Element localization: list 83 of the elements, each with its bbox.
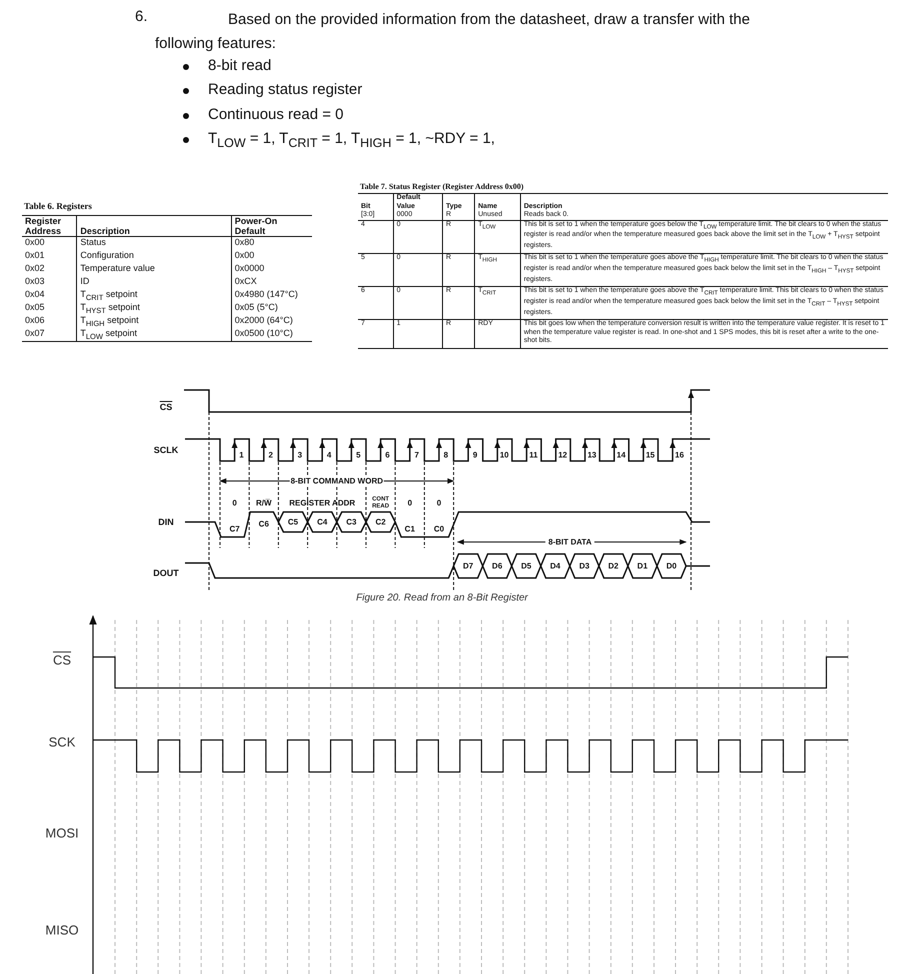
bit-label: D3 bbox=[579, 562, 590, 570]
bullet-text: T$_{LOW}$ = 1, T$_{CRIT}$ = 1, T$_{HIGH}$ = 1, ~RDY = 1, bbox=[208, 130, 495, 150]
bit-label: C6 bbox=[258, 520, 269, 528]
table-cell: 0x00 bbox=[22, 236, 77, 250]
bit-label: D7 bbox=[463, 562, 474, 570]
bullet-text: Reading status register bbox=[208, 81, 362, 98]
clock-number: 3 bbox=[298, 450, 302, 460]
bit-label: C7 bbox=[229, 524, 240, 534]
table-cell: 0x05 bbox=[22, 302, 77, 315]
clock-number: 5 bbox=[356, 450, 361, 460]
table-header-cell: Power-On Default bbox=[231, 216, 312, 236]
table-cell: 0x4980 (147°C) bbox=[231, 289, 312, 302]
clock-number: 2 bbox=[268, 450, 273, 460]
clock-number: 15 bbox=[646, 450, 655, 460]
table-cell: 0x0000 bbox=[231, 263, 312, 276]
bit-label: C5 bbox=[288, 518, 298, 526]
signal-label: DIN bbox=[158, 517, 174, 527]
table-cell: Temperature value bbox=[76, 263, 232, 276]
clock-number: 1 bbox=[239, 450, 244, 460]
table-cell: 0x06 bbox=[22, 315, 77, 328]
table-cell: T$_{HYST}$ setpoint bbox=[76, 302, 232, 315]
bullet-text: 8-bit read bbox=[208, 57, 272, 74]
dimension-label: 8-BIT COMMAND WORD bbox=[290, 476, 384, 486]
table-cell: 0xCX bbox=[231, 276, 312, 289]
bit-label: C0 bbox=[434, 524, 444, 534]
clock-number: 10 bbox=[500, 450, 509, 460]
table-cell: ID bbox=[76, 276, 232, 289]
bit-label: D5 bbox=[521, 562, 532, 570]
signal-label: SCK bbox=[48, 734, 76, 750]
table-title: Table 6. Registers bbox=[24, 201, 92, 211]
clock-number: 12 bbox=[558, 450, 568, 460]
question-number: 6. bbox=[135, 8, 148, 25]
clock-number: 16 bbox=[675, 450, 684, 460]
bit-label: D2 bbox=[608, 562, 618, 570]
field-label: 0 bbox=[408, 498, 412, 508]
signal-label: SCLK bbox=[154, 445, 178, 455]
clock-number: 14 bbox=[616, 450, 626, 460]
table-cell: 0x80 bbox=[231, 236, 312, 250]
field-label: R/W̅ bbox=[256, 498, 272, 508]
table-header-cell: Description bbox=[76, 216, 232, 236]
clock-number: 13 bbox=[587, 450, 596, 460]
dimension-label: 8-BIT DATA bbox=[545, 538, 595, 546]
clock-number: 6 bbox=[385, 450, 390, 460]
bit-label: C2 bbox=[375, 518, 386, 526]
table-cell: 0x02 bbox=[22, 263, 77, 276]
signal-label: CS bbox=[160, 402, 172, 412]
signal-label: MISO bbox=[45, 922, 79, 938]
table-cell: 0x03 bbox=[22, 276, 77, 289]
table-cell: T$_{LOW}$ setpoint bbox=[76, 328, 232, 342]
table-cell: 0x07 bbox=[22, 328, 77, 342]
clock-number: 4 bbox=[326, 450, 332, 460]
field-label: 0 bbox=[436, 498, 442, 508]
table-cell: 0x04 bbox=[22, 289, 77, 302]
field-label: 0 bbox=[232, 498, 237, 508]
bit-label: D6 bbox=[492, 562, 502, 570]
table-cell: Status bbox=[76, 236, 232, 250]
signal-label: DOUT bbox=[153, 568, 179, 578]
bit-label: C3 bbox=[346, 518, 356, 526]
table-cell: T$_{CRIT}$ setpoint bbox=[76, 289, 232, 302]
clock-number: 7 bbox=[414, 450, 419, 460]
bit-label: D0 bbox=[666, 562, 677, 570]
table-cell: 0x00 bbox=[231, 250, 312, 263]
bit-label: C4 bbox=[317, 518, 328, 526]
table-cell: T$_{HIGH}$ setpoint bbox=[76, 315, 232, 328]
bit-label: D1 bbox=[637, 562, 648, 570]
clock-number: 9 bbox=[472, 450, 478, 460]
bit-label: D4 bbox=[550, 562, 560, 570]
clock-number: 8 bbox=[444, 450, 448, 460]
signal-label: CS bbox=[52, 652, 72, 668]
question-text: Based on the provided information from the datasheet, draw a transfer with the following features: bbox=[155, 10, 751, 54]
signal-label: MOSI bbox=[45, 826, 79, 840]
table-title: Table 7. Status Register (Register Address 0x00) bbox=[360, 182, 524, 191]
figure-caption: Figure 20. Read from an 8-Bit Register bbox=[356, 592, 528, 604]
table-cell: 0x0500 (10°C) bbox=[231, 328, 312, 342]
table-header-cell: Register Address bbox=[22, 216, 77, 236]
bit-label: C1 bbox=[404, 524, 415, 534]
table-cell: 0x2000 (64°C) bbox=[231, 315, 312, 328]
table-cell: 0x01 bbox=[22, 250, 77, 263]
field-label: REGISTER ADDR bbox=[289, 498, 356, 508]
table-cell: 0x05 (5°C) bbox=[231, 302, 312, 315]
bullet-text: Continuous read = 0 bbox=[208, 106, 344, 123]
clock-number: 11 bbox=[529, 450, 538, 460]
table-cell: Configuration bbox=[76, 250, 232, 263]
